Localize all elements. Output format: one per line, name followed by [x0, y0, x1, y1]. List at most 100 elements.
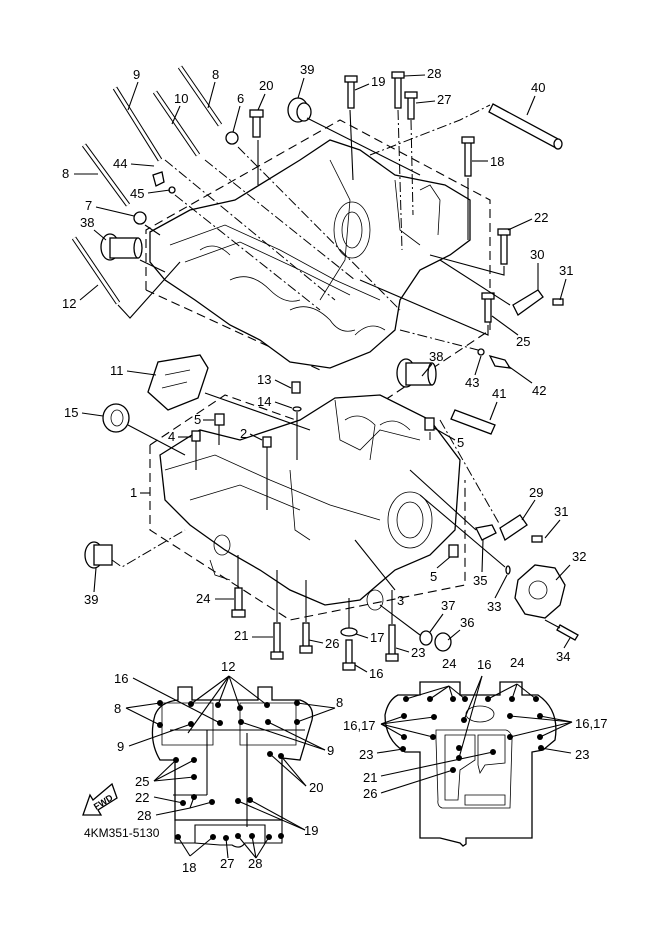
- layout-label-16: 16: [114, 671, 128, 686]
- callout-8a: 8: [212, 67, 219, 82]
- callout-14: 14: [257, 394, 271, 409]
- callout-7: 7: [85, 198, 92, 213]
- callout-43: 43: [465, 375, 479, 390]
- bolt-position-dot: [400, 746, 406, 752]
- upper-crankcase: [145, 119, 491, 401]
- layout-label-16-17-left: 16,17: [343, 718, 376, 733]
- callout-39b: 39: [84, 592, 98, 607]
- layout-label-16-17-right: 16,17: [575, 716, 608, 731]
- callout-45: 45: [130, 186, 144, 201]
- callout-34: 34: [556, 649, 570, 664]
- upper-bolt-labels: 12 16 8 8 9 9 25 20 22 28 19 18 27 28: [114, 659, 343, 875]
- callout-30: 30: [530, 247, 544, 262]
- bolt-position-dot: [430, 734, 436, 740]
- callout-29: 29: [529, 485, 543, 500]
- callout-5b: 5: [457, 435, 464, 450]
- bolt-position-dot: [485, 696, 491, 702]
- layout-label-20: 20: [309, 780, 323, 795]
- callout-41: 41: [492, 386, 506, 401]
- layout-label-23-right: 23: [575, 747, 589, 762]
- layout-label-26: 26: [363, 786, 377, 801]
- callout-40: 40: [531, 80, 545, 95]
- callout-6: 6: [237, 91, 244, 106]
- drawing-code: 4KM351-5130: [84, 826, 160, 840]
- layout-label-23-left: 23: [359, 747, 373, 762]
- leader-lines-upper: [117, 104, 511, 351]
- callout-1: 1: [130, 485, 137, 500]
- bolt-position-dot: [537, 713, 543, 719]
- callout-9: 9: [133, 67, 140, 82]
- callout-17: 17: [370, 630, 384, 645]
- callout-21: 21: [234, 628, 248, 643]
- layout-label-16: 16: [477, 657, 491, 672]
- bolt-position-dot: [507, 713, 513, 719]
- layout-label-28: 28: [137, 808, 151, 823]
- callout-25: 25: [516, 334, 530, 349]
- callout-10: 10: [174, 91, 188, 106]
- layout-label-9-left: 9: [117, 739, 124, 754]
- callout-23: 23: [411, 645, 425, 660]
- upper-bolt-lines: [125, 675, 336, 859]
- lower-bolt-dots: [400, 696, 544, 773]
- bolt-position-dot: [401, 734, 407, 740]
- bolt-position-dot: [450, 696, 456, 702]
- callout-24: 24: [196, 591, 210, 606]
- bolt-position-dot: [431, 714, 437, 720]
- fwd-arrow-icon: FWD: [82, 782, 118, 816]
- callout-5c: 5: [430, 569, 437, 584]
- lower-bolt-layout: [384, 681, 557, 847]
- callout-38a: 38: [80, 215, 94, 230]
- callout-31b: 31: [554, 504, 568, 519]
- layout-label-9-right: 9: [327, 743, 334, 758]
- layout-label-28b: 28: [248, 856, 262, 871]
- bolt-position-dot: [507, 734, 513, 740]
- callout-31a: 31: [559, 263, 573, 278]
- callout-12: 12: [62, 296, 76, 311]
- layout-label-24a: 24: [442, 656, 456, 671]
- stud-bolts-top: [71, 65, 564, 369]
- bolt-position-dot: [456, 755, 462, 761]
- leader-lines-lower: [111, 392, 561, 636]
- callout-22: 22: [534, 210, 548, 225]
- bolt-position-dot: [278, 833, 284, 839]
- callout-28: 28: [427, 66, 441, 81]
- bolt-position-dot: [509, 696, 515, 702]
- bolt-position-dot: [403, 696, 409, 702]
- layout-label-22: 22: [135, 790, 149, 805]
- callout-44: 44: [113, 156, 127, 171]
- callout-39a: 39: [300, 62, 314, 77]
- bolt-position-dot: [538, 745, 544, 751]
- callout-15: 15: [64, 405, 78, 420]
- callout-8b: 8: [62, 166, 69, 181]
- layout-label-12: 12: [221, 659, 235, 674]
- upper-bolt-layout: [151, 686, 314, 848]
- bolt-position-dot: [533, 696, 539, 702]
- callout-18: 18: [490, 154, 504, 169]
- callout-27: 27: [437, 92, 451, 107]
- lower-parts: [84, 354, 579, 671]
- layout-label-19: 19: [304, 823, 318, 838]
- layout-label-25: 25: [135, 774, 149, 789]
- callout-36: 36: [460, 615, 474, 630]
- callout-20: 20: [259, 78, 273, 93]
- callout-37: 37: [441, 598, 455, 613]
- callout-3: 3: [397, 593, 404, 608]
- callout-26: 26: [325, 636, 339, 651]
- callout-labels: 9 8 10 6 20 39 19 28 27 40 8 44 45 7 38 …: [62, 62, 586, 681]
- callout-33: 33: [487, 599, 501, 614]
- bolt-position-dot: [461, 717, 467, 723]
- callout-38b: 38: [429, 349, 443, 364]
- bolt-position-dot: [427, 696, 433, 702]
- layout-label-21: 21: [363, 770, 377, 785]
- layout-label-8-left: 8: [114, 701, 121, 716]
- layout-label-18: 18: [182, 860, 196, 875]
- layout-label-8-right: 8: [336, 695, 343, 710]
- callout-13: 13: [257, 372, 271, 387]
- lower-crankcase: [149, 394, 466, 621]
- bolt-position-dot: [450, 767, 456, 773]
- bolt-position-dot: [490, 749, 496, 755]
- bolt-position-dot: [401, 713, 407, 719]
- lower-bolt-labels: 24 16 24 16,17 16,17 23 23 21 26: [343, 655, 608, 801]
- callout-32: 32: [572, 549, 586, 564]
